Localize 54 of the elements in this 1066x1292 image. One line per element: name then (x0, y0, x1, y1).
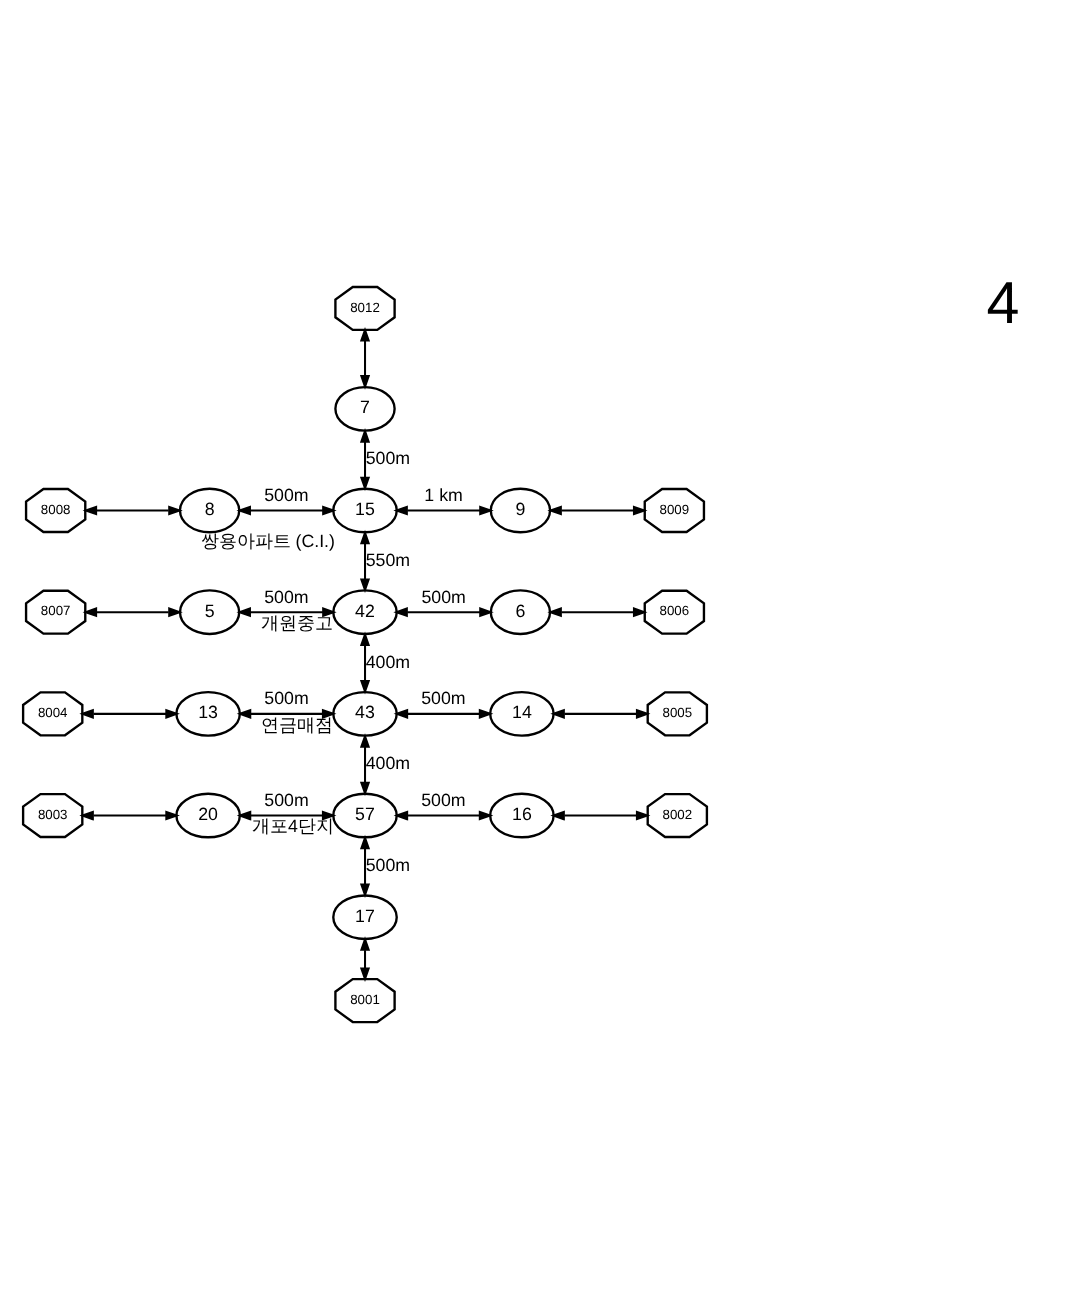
arrow (550, 708, 651, 719)
node-ellipse: 15 (332, 487, 398, 534)
edge-label: 500m (264, 586, 309, 607)
arrow (82, 505, 183, 516)
edge-label: 500m (421, 586, 466, 607)
edge-label: 500m (264, 688, 309, 709)
arrow (236, 708, 337, 719)
node-label: 개원중고 (261, 613, 334, 634)
label: 4 (986, 271, 1020, 338)
node-label: 개포4단지 (251, 816, 334, 837)
edge-label: 500m (365, 448, 411, 469)
edge-label: 500m (365, 854, 411, 875)
node-label: 쌍용아파트 (C.I.) (200, 530, 335, 551)
edge-label: 1 km (424, 485, 463, 506)
node-ellipse: 14 (489, 690, 555, 737)
arrow (393, 607, 494, 618)
edge-label: 500m (264, 485, 309, 506)
edge-label: 500m (264, 790, 309, 811)
edge-label: 550m (365, 549, 411, 570)
arrow (236, 505, 337, 516)
edge-label: 400m (365, 651, 411, 672)
node-ellipse: 17 (332, 894, 398, 941)
arrow (393, 810, 494, 821)
arrow (82, 607, 183, 618)
arrow (79, 708, 180, 719)
node-ellipse: 7 (334, 385, 396, 432)
node-ellipse: 57 (332, 792, 398, 839)
arrow (236, 810, 337, 821)
node-ellipse: 20 (175, 792, 242, 839)
node-ellipse: 43 (332, 690, 398, 737)
arrow (359, 631, 371, 695)
node-ellipse: 5 (178, 589, 241, 636)
node-ellipse: 9 (489, 487, 552, 534)
edge-label: 500m (421, 688, 466, 709)
node-label: 연금매점 (261, 714, 334, 735)
arrow (550, 810, 651, 821)
arrow (547, 607, 648, 618)
node-ellipse: 8 (178, 487, 241, 534)
arrow (359, 834, 371, 898)
node-ellipse: 42 (332, 589, 398, 636)
arrow (359, 529, 371, 593)
node-ellipse: 16 (489, 792, 555, 839)
arrow (359, 326, 371, 390)
edge-label: 500m (421, 790, 466, 811)
arrow (393, 505, 494, 516)
arrow (79, 810, 180, 821)
arrow (359, 733, 371, 797)
arrow (236, 607, 337, 618)
arrow (547, 505, 648, 516)
arrow (393, 708, 494, 719)
node-ellipse: 6 (489, 589, 552, 636)
edge-label: 400m (365, 753, 411, 774)
node-ellipse: 13 (175, 690, 242, 737)
arrow (359, 428, 371, 492)
